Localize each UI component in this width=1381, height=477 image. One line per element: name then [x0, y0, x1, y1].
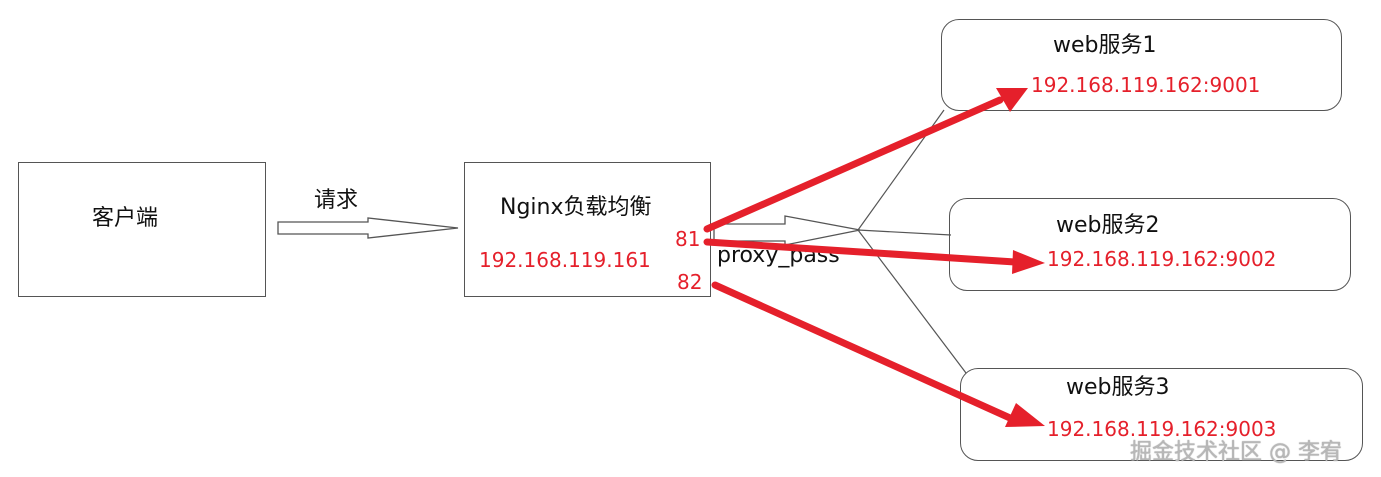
web-service-3-box: [960, 368, 1363, 461]
arrowhead-2-icon: [1012, 250, 1045, 274]
nginx-label: Nginx负载均衡: [500, 195, 652, 220]
nginx-port-82: 82: [677, 270, 703, 294]
web-service-2-address: 192.168.119.162:9002: [1047, 247, 1277, 271]
web-service-2-label: web服务2: [1056, 213, 1160, 238]
arrowhead-3-icon: [1005, 403, 1045, 427]
nginx-ip: 192.168.119.161: [479, 248, 651, 272]
client-box: [18, 162, 266, 297]
web-service-1-address: 192.168.119.162:9001: [1031, 73, 1261, 97]
red-arrowheads: [996, 88, 1045, 427]
web-service-2-box: [949, 198, 1351, 291]
watermark: 掘金技术社区 @ 李宥: [1130, 440, 1342, 465]
web-service-1-box: [941, 19, 1342, 111]
arrowhead-1-icon: [996, 88, 1028, 112]
nginx-port-81: 81: [675, 227, 701, 251]
request-arrow-icon: [277, 217, 459, 239]
client-label: 客户端: [92, 206, 159, 231]
web-service-3-address: 192.168.119.162:9003: [1047, 417, 1277, 441]
web-service-3-label: web服务3: [1066, 375, 1170, 400]
fan-lines: [857, 109, 967, 374]
web-service-1-label: web服务1: [1053, 33, 1157, 58]
red-arrows: [703, 96, 1019, 422]
request-label: 请求: [314, 188, 359, 213]
